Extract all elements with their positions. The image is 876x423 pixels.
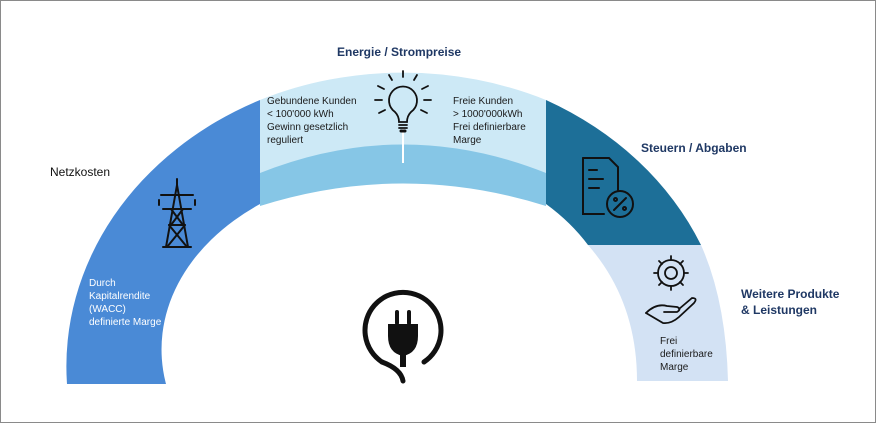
netzkosten-text-line: (WACC) — [89, 304, 126, 315]
energie-right-text: Freie Kunden > 1000'000kWh Frei definier… — [453, 95, 526, 147]
netzkosten-text-line: definierte Marge — [89, 317, 162, 328]
steuern-title: Steuern / Abgaben — [641, 141, 747, 155]
energie-left-line: Gebundene Kunden — [267, 96, 357, 107]
segment-weitere — [588, 245, 728, 381]
gear-hand-icon — [645, 255, 697, 325]
lightbulb-icon — [374, 70, 432, 133]
weitere-title-line: & Leistungen — [741, 303, 818, 317]
power-plug-icon — [362, 289, 444, 384]
netzkosten-text-line: Durch — [89, 278, 116, 289]
segment-energie-inner-band — [260, 144, 546, 206]
tax-document-icon — [582, 157, 634, 218]
power-tower-icon — [158, 178, 196, 248]
weitere-title-line: Weitere Produkte — [741, 287, 840, 301]
weitere-text-line: definierbare — [660, 349, 713, 360]
energie-title: Energie / Strompreise — [337, 45, 462, 59]
energie-left-text: Gebundene Kunden < 100'000 kWh Gewinn ge… — [267, 95, 357, 147]
energie-right-line: > 1000'000kWh — [453, 109, 523, 120]
energie-right-line: Frei definierbare — [453, 122, 526, 133]
energie-left-line: Gewinn gesetzlich — [267, 122, 349, 133]
netzkosten-text-line: Kapitalrendite — [89, 291, 151, 302]
weitere-title: Weitere Produkte & Leistungen — [741, 286, 839, 318]
weitere-text-line: Frei — [660, 336, 678, 347]
netzkosten-title: Netzkosten — [50, 165, 111, 179]
energie-left-line: reguliert — [267, 135, 304, 146]
energie-right-line: Marge — [453, 135, 482, 146]
energie-right-line: Freie Kunden — [453, 96, 514, 107]
weitere-text-line: Marge — [660, 362, 689, 373]
segment-netzkosten — [66, 100, 260, 384]
netzkosten-text: Durch Kapitalrendite (WACC) definierte M… — [89, 277, 161, 329]
segment-steuern — [546, 100, 701, 245]
weitere-text: Frei definierbare Marge — [660, 335, 713, 374]
energie-left-line: < 100'000 kWh — [267, 109, 334, 120]
